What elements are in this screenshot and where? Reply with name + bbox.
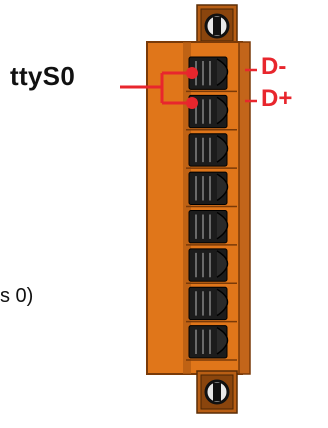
terminal-position: [186, 286, 237, 323]
pin-label-d-minus: D-: [261, 53, 287, 80]
top-screw-icon: [204, 13, 230, 39]
port-label: ttyS0: [10, 61, 76, 91]
terminal-position: [186, 94, 237, 131]
terminal-positions: [186, 56, 237, 361]
pin-label-d-plus: D+: [261, 85, 293, 112]
terminal-position: [186, 133, 237, 169]
pin-dot-d-plus: [186, 97, 198, 109]
bottom-screw-icon: [204, 379, 230, 405]
cropped-text-fragment: s 0): [0, 285, 34, 307]
terminal-position: [186, 171, 237, 208]
pin-dot-d-minus: [186, 67, 198, 79]
terminal-position: [186, 210, 237, 246]
terminal-position: [186, 248, 237, 284]
terminal-position: [186, 325, 237, 361]
